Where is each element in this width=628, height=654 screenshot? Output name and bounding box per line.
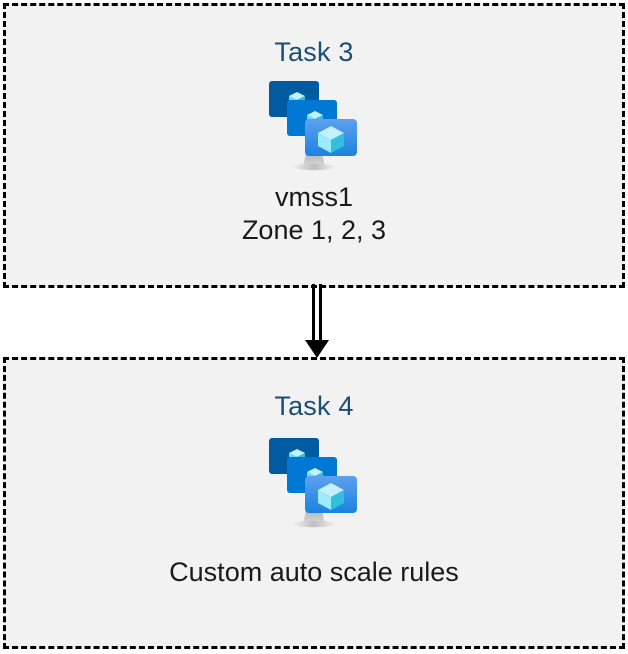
task-box-2-title: Task 4 bbox=[274, 391, 354, 421]
vm-scale-set-icon bbox=[262, 75, 366, 175]
task-box-1-title: Task 3 bbox=[274, 37, 354, 67]
task-box-task-4: Task 4 bbox=[3, 357, 625, 649]
task-box-2-caption: Custom auto scale rules bbox=[169, 556, 459, 589]
connector-arrow-task3-to-task4 bbox=[297, 284, 337, 360]
task-box-task-3: Task 3 bbox=[3, 3, 625, 288]
caption-line: vmss1 bbox=[274, 182, 353, 212]
vm-scale-set-icon bbox=[262, 432, 366, 532]
task-box-1-caption: vmss1 Zone 1, 2, 3 bbox=[242, 181, 386, 247]
caption-line: Zone 1, 2, 3 bbox=[241, 214, 387, 245]
caption-line: Custom auto scale rules bbox=[169, 557, 459, 587]
